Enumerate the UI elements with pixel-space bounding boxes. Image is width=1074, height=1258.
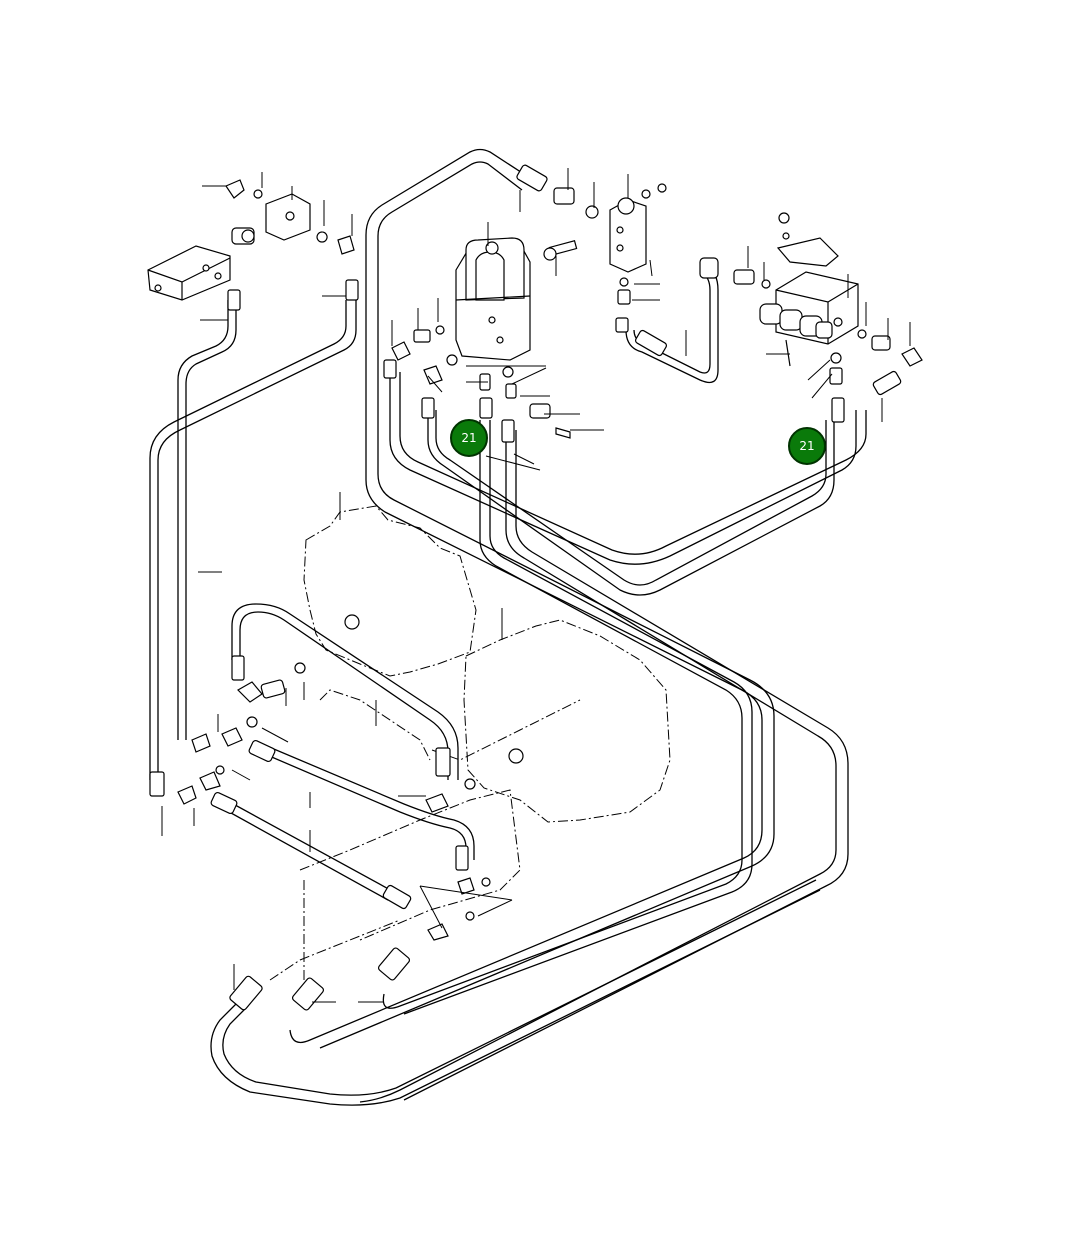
mid-left-fittings bbox=[177, 614, 524, 941]
callout-21-right[interactable]: 21 bbox=[788, 427, 826, 465]
center-control-valve bbox=[455, 237, 531, 361]
hose-upper-loop bbox=[289, 148, 763, 1044]
callout-21-right-label: 21 bbox=[799, 439, 814, 453]
pump-lower-outline bbox=[463, 619, 671, 823]
center-small-fittings bbox=[391, 325, 571, 439]
left-elbow-fitting bbox=[225, 179, 355, 255]
hose-diagonal-lower bbox=[259, 751, 467, 860]
callout-21-left-label: 21 bbox=[461, 431, 476, 445]
left-coupler-block bbox=[231, 193, 311, 245]
hose-mid-transverse bbox=[239, 611, 449, 780]
pump-upper-outline bbox=[303, 505, 477, 677]
hose-diagonal-lowest bbox=[221, 807, 389, 901]
top-right-small-valve bbox=[543, 197, 647, 273]
hose-center-descent bbox=[427, 410, 835, 596]
hose-left-vertical-a bbox=[157, 300, 357, 780]
left-valve-block bbox=[147, 245, 231, 301]
hose-right-return bbox=[625, 265, 719, 384]
hose-bottom-loop bbox=[210, 889, 821, 1106]
components bbox=[147, 164, 923, 1011]
callout-21-left[interactable]: 21 bbox=[450, 419, 488, 457]
right-manifold-block bbox=[699, 212, 923, 385]
hose-center-vertical bbox=[382, 420, 743, 1009]
hose-end-fittings bbox=[149, 164, 902, 1011]
hose-left-vertical-b bbox=[185, 300, 237, 740]
leader-lines bbox=[161, 168, 911, 1003]
top-fittings-row bbox=[553, 183, 667, 305]
hose-right-valve-loop bbox=[389, 370, 857, 565]
